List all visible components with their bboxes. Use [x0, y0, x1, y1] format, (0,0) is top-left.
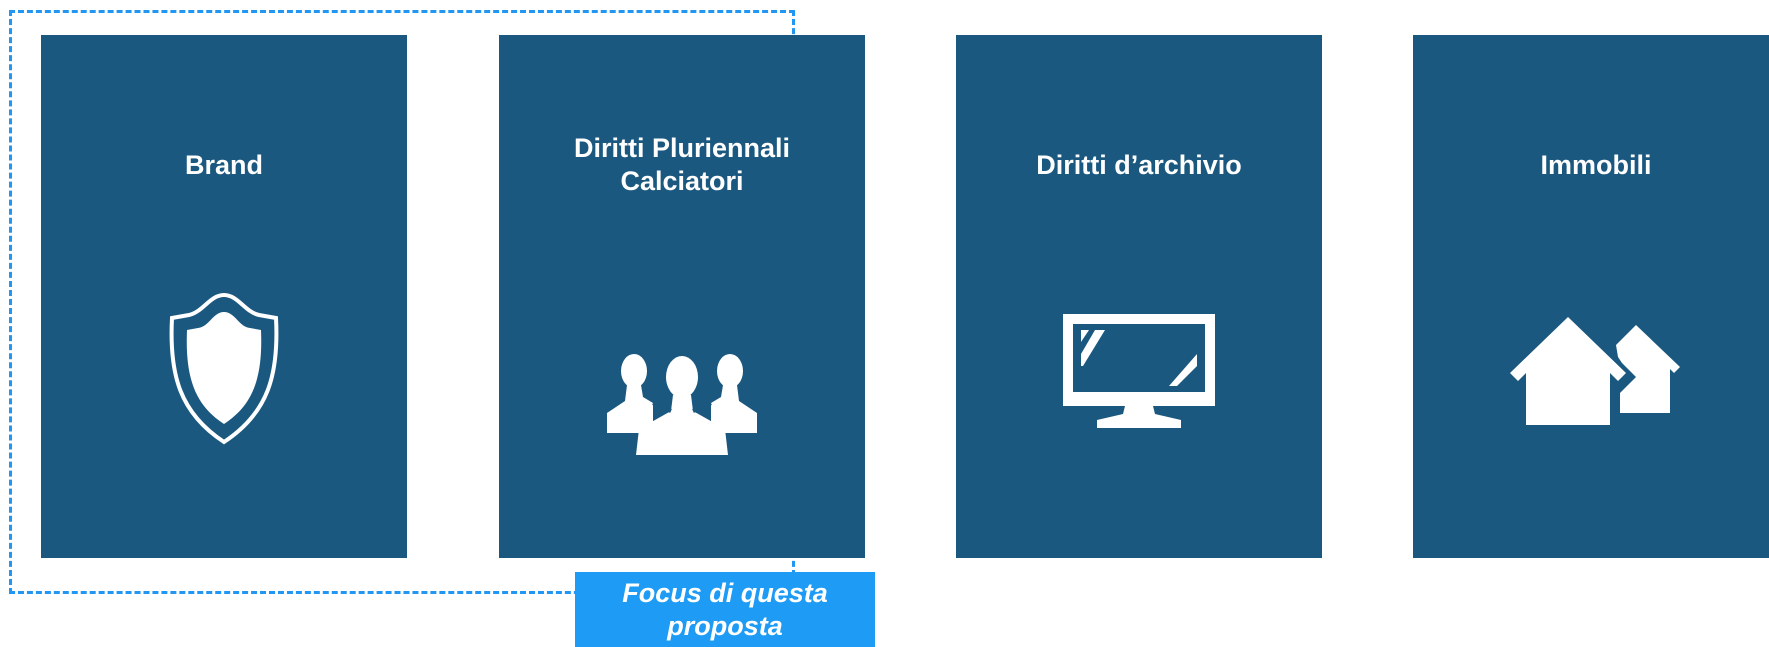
card-diritti-archivio: Diritti d’archivio — [956, 35, 1322, 558]
houses-icon — [1413, 317, 1769, 427]
focus-label: Focus di questa proposta — [575, 572, 875, 647]
card-diritti-pluriennali: Diritti Pluriennali Calciatori — [499, 35, 865, 558]
card-brand: Brand — [41, 35, 407, 558]
card-title: Diritti d’archivio — [1036, 149, 1242, 180]
monitor-icon — [956, 314, 1322, 430]
card-title: Diritti Pluriennali Calciatori — [573, 133, 791, 196]
card-immobili: Immobili — [1413, 35, 1769, 558]
people-group-icon — [499, 353, 865, 461]
card-title: Immobili — [1540, 149, 1652, 180]
card-title: Brand — [184, 149, 263, 180]
shield-icon — [41, 290, 407, 448]
